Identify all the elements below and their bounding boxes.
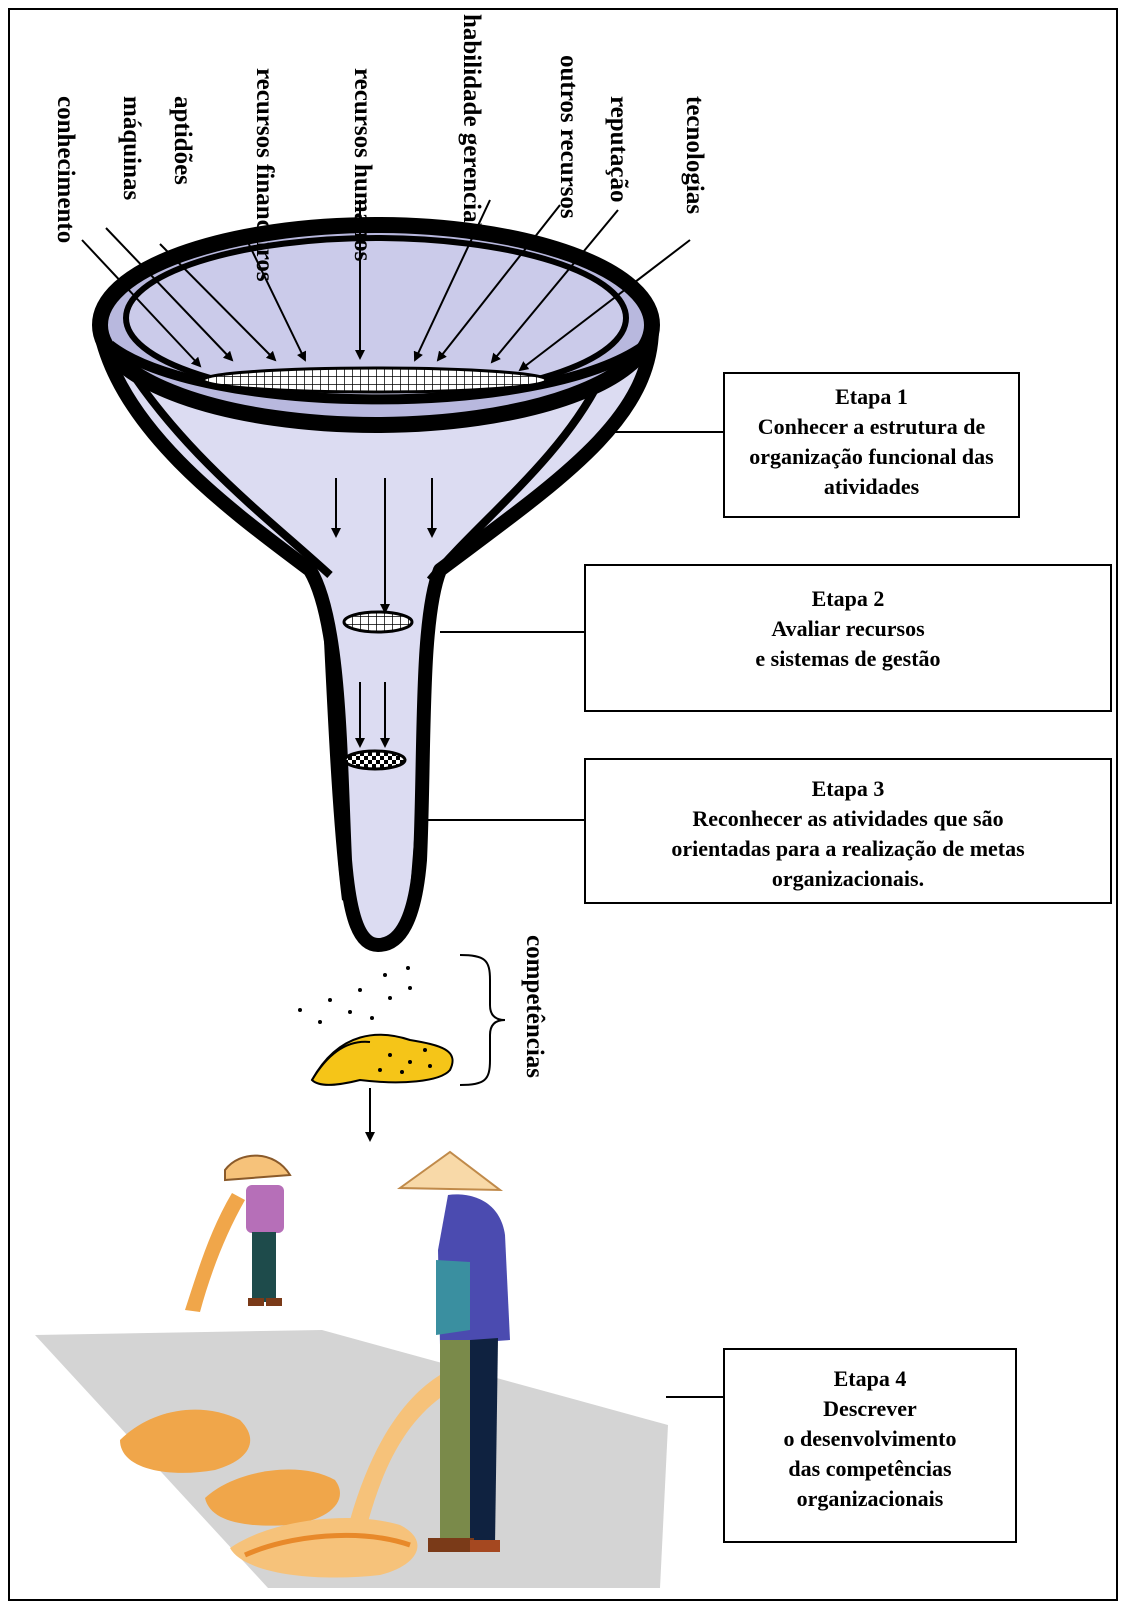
input-label-tecnologias: tecnologias xyxy=(681,96,708,215)
stage-4-title: Etapa 4 xyxy=(833,1366,907,1391)
stage-2-line-2: e sistemas de gestão xyxy=(755,646,941,671)
stage-connectors xyxy=(424,431,723,1398)
input-label-reputacao: reputação xyxy=(605,96,632,203)
input-arrows xyxy=(81,199,691,372)
stage-4-line-4: organizacionais xyxy=(796,1486,944,1511)
stage-2-title: Etapa 2 xyxy=(811,586,885,611)
stage-1-line-1: Conhecer a estrutura de xyxy=(757,414,986,439)
input-label-conhecimento: conhecimento xyxy=(52,96,79,244)
stage-3-line-2: orientadas para a realização de metas xyxy=(671,836,1025,861)
input-label-habilidade-gerencial: habilidade gerencial xyxy=(458,14,485,230)
input-label-recursos-financeiros: recursos financeiros xyxy=(251,68,278,282)
stage-4-line-3: das competências xyxy=(788,1456,952,1481)
stage-1-line-3: atividades xyxy=(823,474,920,499)
stage-4-line-1: Descrever xyxy=(823,1396,917,1421)
input-label-maquinas: máquinas xyxy=(118,96,145,201)
stage-3-line-3: organizacionais. xyxy=(771,866,925,891)
competencies-output xyxy=(298,954,506,1086)
output-label-competencias: competências xyxy=(521,935,548,1079)
workers-scene xyxy=(35,1150,668,1588)
stage-1-title: Etapa 1 xyxy=(835,384,908,409)
funnel xyxy=(92,217,660,952)
stage-3-box: Etapa 3 Reconhecer as atividades que são… xyxy=(584,758,1112,904)
stage-3-line-1: Reconhecer as atividades que são xyxy=(692,806,1004,831)
input-label-recursos-humanos: recursos humanos xyxy=(349,68,376,262)
input-label-aptidoes: aptidões xyxy=(169,96,196,185)
stage-1-box: Etapa 1 Conhecer a estrutura de organiza… xyxy=(723,372,1020,518)
stage-2-line-1: Avaliar recursos xyxy=(771,616,925,641)
flow-arrows xyxy=(331,478,437,1142)
stage-4-line-2: o desenvolvimento xyxy=(783,1426,957,1451)
stage-3-title: Etapa 3 xyxy=(811,776,885,801)
stage-1-line-2: organização funcional das xyxy=(749,444,994,469)
input-label-outros-recursos: outros recursos xyxy=(555,55,582,219)
stage-2-box: Etapa 2 Avaliar recursos e sistemas de g… xyxy=(584,564,1112,712)
stage-4-box: Etapa 4 Descrever o desenvolvimento das … xyxy=(723,1348,1017,1543)
